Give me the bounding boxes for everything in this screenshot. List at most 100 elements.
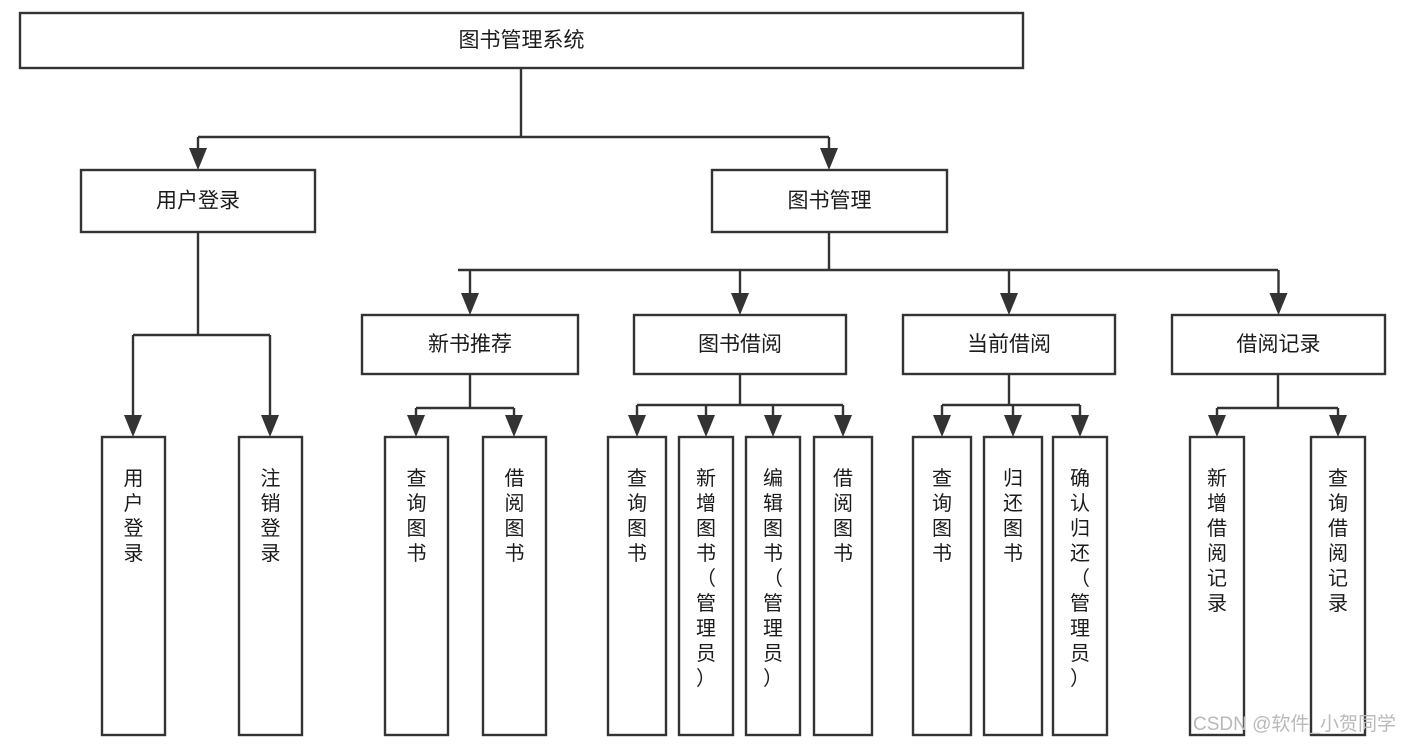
node-leaf-user-login[interactable]: 用户登录 <box>100 435 167 737</box>
arrow-head-icon <box>764 415 782 437</box>
arrow-head-icon <box>731 293 749 315</box>
node-label-leaf-user-login-char-1: 户 <box>124 492 144 515</box>
arrow-head-icon <box>628 415 646 437</box>
node-label-leaf-query-book-br-char-3: 书 <box>627 542 647 565</box>
node-label-leaf-add-record-char-3: 阅 <box>1207 542 1227 565</box>
node-label-leaf-add-book-char-7: 员 <box>696 643 716 665</box>
node-label-leaf-add-record-char-1: 增 <box>1207 492 1227 515</box>
csdn-watermark: CSDN @软件_小贺同学 <box>1193 713 1396 735</box>
node-book-manage[interactable]: 图书管理 <box>710 168 949 234</box>
node-new-book-recommend[interactable]: 新书推荐 <box>360 313 580 376</box>
node-box-leaf-add-record <box>1188 435 1246 737</box>
node-label-leaf-user-login-char-3: 录 <box>124 543 144 565</box>
node-label-leaf-add-book-char-0: 新 <box>696 467 716 490</box>
node-box-root <box>18 11 1025 70</box>
node-book-borrow[interactable]: 图书借阅 <box>632 313 848 376</box>
node-label-current-borrow: 当前借阅 <box>967 333 1051 356</box>
node-label-leaf-query-book-cb-char-2: 图 <box>932 518 952 540</box>
node-label-leaf-add-book-char-8: ） <box>696 667 716 690</box>
arrow-head-icon <box>124 415 142 437</box>
node-box-leaf-return-book <box>982 435 1044 737</box>
node-label-leaf-edit-book-char-6: 理 <box>763 618 783 640</box>
node-box-leaf-borrow-book-rec <box>481 435 548 737</box>
node-label-leaf-query-record-char-4: 记 <box>1328 567 1348 590</box>
node-label-leaf-borrow-book-br-char-0: 借 <box>833 467 853 490</box>
node-label-leaf-confirm-return-char-1: 认 <box>1070 492 1090 515</box>
node-label-leaf-query-book-rec-char-2: 图 <box>407 518 427 540</box>
node-label-leaf-borrow-book-br-char-3: 书 <box>833 542 853 565</box>
arrow-head-icon <box>1004 415 1022 437</box>
node-label-leaf-add-book-char-4: （ <box>696 567 716 590</box>
node-label-leaf-edit-book-char-8: ） <box>763 667 783 690</box>
arrow-head-icon <box>820 148 838 170</box>
node-label-borrow-record: 借阅记录 <box>1237 333 1321 356</box>
node-box-new-book-recommend <box>360 313 580 376</box>
arrow-head-icon <box>461 293 479 315</box>
node-label-leaf-confirm-return-char-8: ） <box>1070 667 1090 690</box>
node-label-leaf-edit-book-char-5: 管 <box>763 592 783 615</box>
node-label-leaf-return-book-char-0: 归 <box>1003 467 1023 490</box>
arrow-head-icon <box>1329 415 1347 437</box>
node-label-book-borrow: 图书借阅 <box>698 333 782 356</box>
node-label-leaf-query-record-char-5: 录 <box>1328 593 1348 615</box>
node-layer: 图书管理系统用户登录图书管理新书推荐图书借阅当前借阅借阅记录用户登录注销登录查询… <box>18 11 1387 737</box>
arrow-head-icon <box>1000 293 1018 315</box>
node-label-leaf-borrow-book-rec-char-2: 图 <box>505 518 525 540</box>
node-label-leaf-edit-book-char-7: 员 <box>763 643 783 665</box>
node-box-leaf-logout <box>237 435 304 737</box>
node-label-leaf-add-book-char-6: 理 <box>696 618 716 640</box>
node-label-leaf-add-book-char-1: 增 <box>696 492 716 515</box>
node-label-book-manage: 图书管理 <box>788 190 872 213</box>
node-label-leaf-confirm-return-char-0: 确 <box>1070 467 1090 490</box>
node-label-leaf-query-record-char-0: 查 <box>1328 467 1348 490</box>
node-borrow-record[interactable]: 借阅记录 <box>1170 313 1387 376</box>
arrow-head-icon <box>505 415 523 437</box>
node-label-leaf-add-book-char-5: 管 <box>696 592 716 615</box>
arrow-head-icon <box>1208 415 1226 437</box>
node-label-new-book-recommend: 新书推荐 <box>428 333 512 356</box>
node-box-leaf-add-book <box>677 435 735 737</box>
node-label-leaf-borrow-book-rec-char-1: 阅 <box>505 492 525 515</box>
node-label-leaf-borrow-book-rec-char-0: 借 <box>505 467 525 490</box>
node-label-leaf-return-book-char-3: 书 <box>1003 542 1023 565</box>
node-box-borrow-record <box>1170 313 1387 376</box>
node-label-leaf-return-book-char-2: 图 <box>1003 518 1023 540</box>
node-box-leaf-query-book-cb <box>911 435 973 737</box>
node-label-leaf-user-login-char-2: 登 <box>124 517 144 540</box>
node-label-leaf-edit-book-char-2: 图 <box>763 518 783 540</box>
node-box-leaf-user-login <box>100 435 167 737</box>
node-label-leaf-query-book-br-char-0: 查 <box>627 467 647 490</box>
node-box-current-borrow <box>901 313 1117 376</box>
node-label-leaf-add-record-char-5: 录 <box>1207 593 1227 615</box>
connector-layer <box>124 68 1347 437</box>
node-label-leaf-borrow-book-rec-char-3: 书 <box>505 542 525 565</box>
node-root[interactable]: 图书管理系统 <box>18 11 1025 70</box>
node-label-leaf-borrow-book-br-char-2: 图 <box>833 518 853 540</box>
arrow-head-icon <box>261 415 279 437</box>
arrow-head-icon <box>697 415 715 437</box>
node-label-leaf-logout-char-2: 登 <box>261 517 281 540</box>
arrow-head-icon <box>1071 415 1089 437</box>
node-box-leaf-edit-book <box>744 435 802 737</box>
arrow-head-icon <box>834 415 852 437</box>
node-user-login[interactable]: 用户登录 <box>79 168 317 234</box>
node-label-leaf-edit-book-char-1: 辑 <box>763 492 783 515</box>
node-label-leaf-confirm-return-char-6: 理 <box>1070 618 1090 640</box>
node-label-leaf-query-record-char-3: 阅 <box>1328 542 1348 565</box>
node-current-borrow[interactable]: 当前借阅 <box>901 313 1117 376</box>
node-label-leaf-edit-book-char-3: 书 <box>763 542 783 565</box>
